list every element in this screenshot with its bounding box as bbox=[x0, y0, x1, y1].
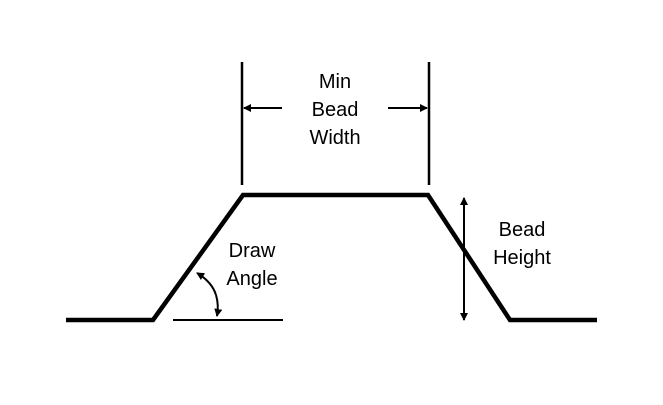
label-line: Draw bbox=[228, 240, 276, 262]
label-line: Angle bbox=[226, 268, 278, 290]
label-line: Bead bbox=[498, 219, 546, 241]
draw-angle-label: Draw Angle bbox=[226, 237, 277, 293]
min-bead-width-label: Min Bead Width bbox=[309, 68, 360, 152]
label-line: Bead bbox=[311, 99, 359, 121]
label-line: Width bbox=[309, 127, 361, 149]
label-line: Min bbox=[318, 71, 352, 93]
angle-arc-arrow-down bbox=[214, 294, 223, 317]
label-line: Height bbox=[493, 247, 551, 269]
angle-arc-arrow bbox=[196, 272, 217, 296]
bead-profile bbox=[66, 192, 597, 323]
bead-height-label: Bead Height bbox=[493, 216, 551, 272]
